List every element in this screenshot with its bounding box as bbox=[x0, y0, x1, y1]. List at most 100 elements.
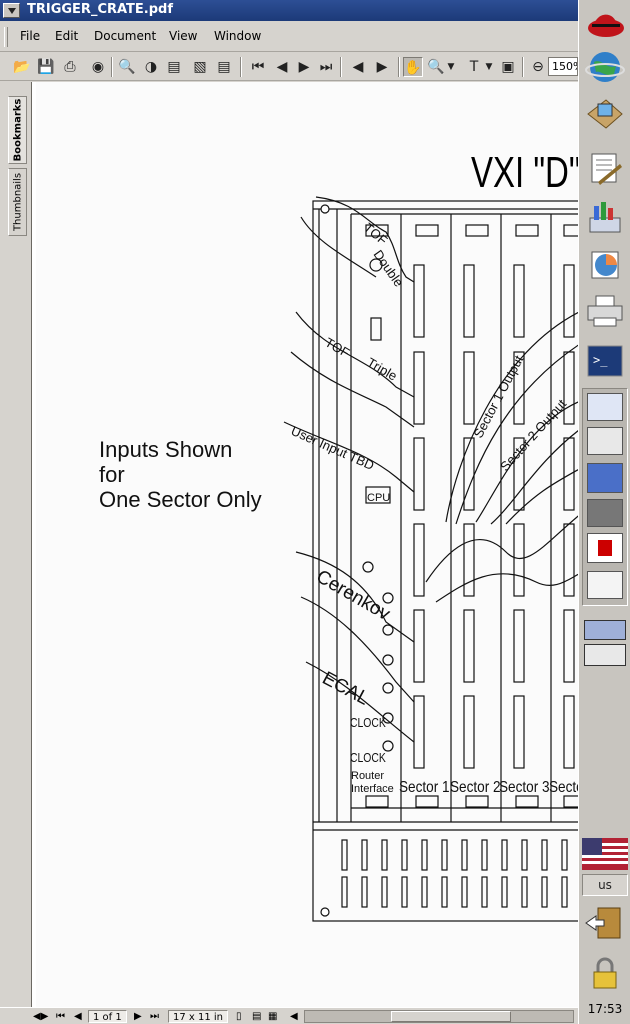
tab-bookmarks-label: Bookmarks bbox=[12, 98, 23, 162]
acrobat-task-icon[interactable] bbox=[587, 533, 623, 563]
menu-window[interactable]: Window bbox=[214, 29, 262, 43]
menu-edit[interactable]: Edit bbox=[55, 29, 79, 43]
save-icon[interactable]: 💾 bbox=[37, 59, 55, 75]
horizontal-scrollbar[interactable] bbox=[304, 1010, 574, 1023]
toolbar-separator bbox=[522, 57, 524, 77]
horizontal-scroll-thumb[interactable] bbox=[391, 1011, 511, 1022]
vent-slots bbox=[341, 839, 568, 908]
last-page-small-icon[interactable]: ⏭ bbox=[150, 1011, 159, 1022]
prev-page-small-icon[interactable]: ◀ bbox=[74, 1011, 82, 1022]
menubar-grip[interactable] bbox=[4, 27, 8, 47]
label-router-b: Interface bbox=[351, 783, 394, 795]
graphics-select-tool-icon[interactable]: ▣ bbox=[501, 59, 515, 75]
first-page-icon[interactable]: ⏮ bbox=[251, 59, 265, 75]
outline-icon[interactable]: ▤ bbox=[217, 59, 231, 75]
acrobat-reader-window: TRIGGER_CRATE.pdf File Edit Document Vie… bbox=[0, 0, 578, 1024]
presentation-icon[interactable] bbox=[584, 198, 626, 236]
inputs-note-line-2: for bbox=[99, 462, 125, 487]
crate-frame bbox=[312, 200, 578, 922]
chat-icon[interactable] bbox=[587, 571, 623, 599]
last-page-icon[interactable]: ⏭ bbox=[319, 59, 333, 75]
zoom-out-icon[interactable]: ⊖ bbox=[532, 59, 544, 75]
navigation-pane-tabs: Bookmarks Thumbnails bbox=[0, 82, 31, 1007]
web-browser-icon[interactable] bbox=[584, 48, 626, 86]
toolbar-separator bbox=[340, 57, 342, 77]
label-user-input: User Input TBD bbox=[289, 423, 377, 473]
text-tool-dropdown-icon[interactable]: ▼ bbox=[485, 62, 493, 72]
spreadsheet-icon[interactable] bbox=[584, 246, 626, 284]
label-tof-triple-b: Triple bbox=[365, 355, 400, 384]
lock-screen-icon[interactable] bbox=[584, 954, 626, 992]
search-icon[interactable]: 🔍 bbox=[118, 59, 136, 75]
label-sector-2: Sector 2 bbox=[450, 779, 501, 796]
next-page-icon[interactable]: ▶ bbox=[298, 59, 310, 75]
window-title: TRIGGER_CRATE.pdf bbox=[27, 2, 174, 17]
hscroll-left-icon[interactable]: ◀ bbox=[290, 1011, 298, 1022]
zoom-in-tool-icon[interactable]: 🔍 bbox=[427, 59, 445, 75]
print-icon[interactable]: ⎙ bbox=[64, 59, 76, 75]
desktop-panel: >_ us 17:53 bbox=[578, 0, 630, 1024]
toolbar-separator bbox=[111, 57, 113, 77]
menu-file[interactable]: File bbox=[20, 29, 41, 43]
menu-bar: File Edit Document View Window bbox=[0, 21, 578, 52]
label-sector-4: Secto bbox=[549, 779, 578, 796]
pdf-task-icon[interactable] bbox=[587, 463, 623, 493]
ebook-icon[interactable]: ◑ bbox=[144, 59, 158, 75]
inputs-note: Inputs Shown for One Sector Only bbox=[99, 437, 262, 512]
facing-page-icon[interactable]: ▦ bbox=[268, 1011, 278, 1022]
image-viewer-icon[interactable] bbox=[587, 499, 623, 527]
label-clock-1: CLOCK bbox=[350, 716, 386, 730]
pager-row-1[interactable] bbox=[584, 620, 626, 640]
nav-pane-toggle-icon[interactable]: ◀▶ bbox=[33, 1011, 49, 1022]
label-cerenkov: Cerenkov bbox=[313, 566, 394, 625]
next-page-small-icon[interactable]: ▶ bbox=[134, 1011, 142, 1022]
document-view[interactable]: VXI "D" Cr bbox=[31, 82, 578, 1007]
show-hide-navigation-icon[interactable]: ▧ bbox=[193, 59, 207, 75]
label-cpu: CPU bbox=[367, 492, 390, 504]
label-sector-1: Sector 1 bbox=[399, 779, 450, 796]
title-bar: TRIGGER_CRATE.pdf bbox=[0, 0, 578, 21]
toolbar-separator bbox=[240, 57, 242, 77]
logout-icon[interactable] bbox=[584, 904, 626, 942]
zoom-level-input[interactable]: 150% bbox=[548, 57, 578, 76]
page-number-field[interactable]: 1 of 1 bbox=[88, 1010, 127, 1023]
go-back-icon[interactable]: ◀ bbox=[352, 59, 364, 75]
menu-view[interactable]: View bbox=[169, 29, 198, 43]
desktop-switcher-icon[interactable] bbox=[587, 427, 623, 455]
inputs-note-line-3: One Sector Only bbox=[99, 487, 262, 512]
page-size-display: 17 x 11 in bbox=[168, 1010, 229, 1023]
first-page-small-icon[interactable]: ⏮ bbox=[56, 1011, 65, 1022]
hand-tool-icon[interactable]: ✋ bbox=[403, 57, 423, 77]
workspace-pager[interactable] bbox=[582, 616, 628, 672]
window-menu-button[interactable] bbox=[3, 3, 20, 18]
email-icon[interactable] bbox=[584, 94, 626, 132]
terminal-icon[interactable]: >_ bbox=[584, 342, 626, 380]
tab-thumbnails[interactable]: Thumbnails bbox=[8, 168, 27, 236]
find-icon[interactable]: ◉ bbox=[91, 59, 105, 75]
redhat-menu-icon[interactable] bbox=[584, 4, 626, 42]
page-layout-icon[interactable]: ▤ bbox=[167, 59, 181, 75]
us-flag-icon[interactable] bbox=[582, 838, 628, 870]
taskbar-launchers bbox=[582, 388, 628, 606]
continuous-page-icon[interactable]: ▤ bbox=[252, 1011, 262, 1022]
zoom-dropdown-icon[interactable]: ▼ bbox=[447, 62, 455, 72]
panel-clock[interactable]: 17:53 bbox=[587, 1002, 623, 1016]
tab-bookmarks[interactable]: Bookmarks bbox=[8, 96, 27, 164]
text-select-tool-icon[interactable]: T bbox=[469, 59, 479, 75]
previous-page-icon[interactable]: ◀ bbox=[276, 59, 288, 75]
crate-drawing: VXI "D" Cr bbox=[283, 149, 578, 922]
menu-document[interactable]: Document bbox=[94, 29, 157, 43]
inputs-note-line-1: Inputs Shown bbox=[99, 437, 233, 462]
label-sector-3: Sector 3 bbox=[499, 779, 550, 796]
go-forward-icon[interactable]: ▶ bbox=[376, 59, 388, 75]
open-file-icon[interactable]: 📂 bbox=[13, 59, 31, 75]
window-list-icon[interactable] bbox=[587, 393, 623, 421]
label-tof-double-a: TOF bbox=[361, 220, 390, 248]
text-editor-icon[interactable] bbox=[584, 150, 626, 188]
pager-row-2[interactable] bbox=[584, 644, 626, 666]
keyboard-locale-indicator[interactable]: us bbox=[582, 874, 628, 896]
printer-icon[interactable] bbox=[584, 292, 626, 330]
single-page-icon[interactable]: ▯ bbox=[236, 1011, 242, 1022]
page-title: VXI "D" Cr bbox=[471, 149, 578, 198]
label-sector2-output: Sector 2 Output bbox=[497, 396, 569, 474]
